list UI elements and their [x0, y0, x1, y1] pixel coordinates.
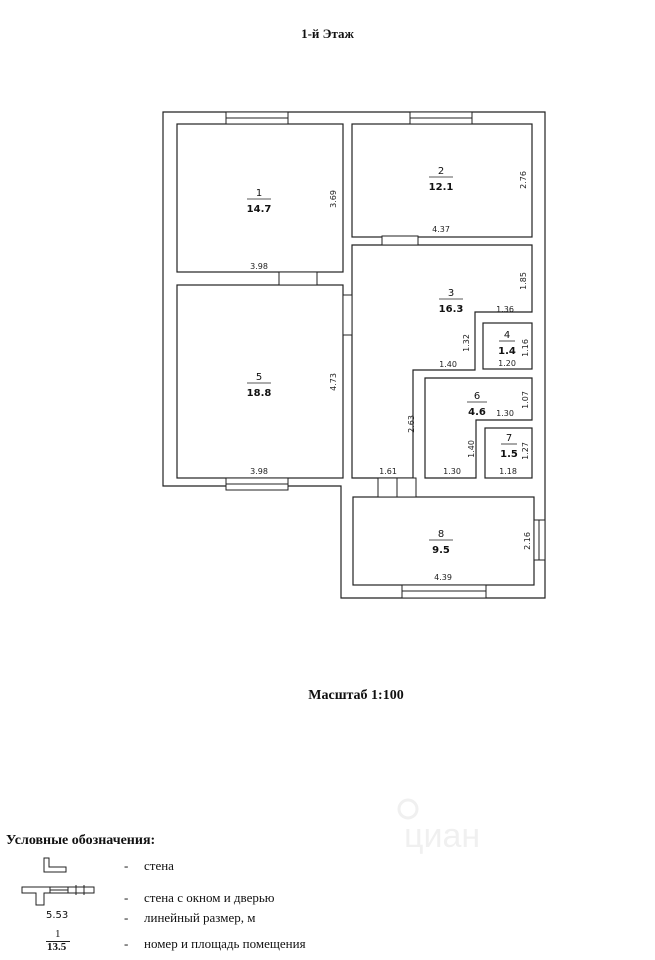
watermark-logo: циан [397, 798, 480, 855]
dim-r1-width: 3.98 [250, 262, 268, 271]
wall-window-door-symbol-icon [21, 885, 95, 906]
room-5-number: 5 [256, 372, 262, 383]
room-2-number: 2 [438, 166, 444, 177]
legend-row-linear: 5.53 - линейный размер, м [46, 910, 256, 925]
dim-r7-height: 1.27 [521, 442, 530, 460]
room-3-area: 16.3 [439, 304, 464, 315]
dim-r8-height: 2.16 [523, 532, 532, 550]
floor-plan: 1 14.7 2 12.1 3 16.3 4 1.4 5 18.8 6 4.6 … [162, 111, 546, 599]
room-7-number: 7 [506, 433, 512, 444]
legend-linear-sample: 5.53 [46, 910, 69, 921]
dim-r2-width: 4.37 [432, 225, 450, 234]
dim-r3-step: 1.40 [439, 360, 457, 369]
legend-title: Условные обозначения: [6, 833, 156, 848]
room-8-area: 9.5 [432, 545, 450, 556]
legend-wall-text: стена [144, 858, 174, 873]
room-6-number: 6 [474, 391, 480, 402]
legend-room-sample-number: 1 [55, 928, 61, 940]
dim-r3-lower: 2.63 [407, 415, 416, 433]
legend-row-room: 1 13.5 - номер и площадь помещения [46, 928, 306, 953]
dim-r4-width: 1.20 [498, 359, 516, 368]
dim-r3-top: 1.85 [519, 272, 528, 290]
dim-r5-height: 4.73 [329, 373, 338, 391]
watermark-text: циан [404, 817, 480, 855]
legend-window-door-text: стена с окном и дверью [144, 890, 275, 905]
legend-linear-text: линейный размер, м [144, 910, 256, 925]
room-1-area: 14.7 [247, 204, 272, 215]
room-8-number: 8 [438, 529, 444, 540]
page-title: 1-й Этаж [301, 26, 354, 41]
legend-room-text: номер и площадь помещения [144, 936, 306, 951]
legend-row-wall: - стена [0, 856, 655, 876]
wall-symbol-icon [43, 857, 67, 873]
dim-r5-width: 3.98 [250, 467, 268, 476]
dim-r3-left: 1.32 [462, 334, 471, 352]
dim-r3-ledge: 1.36 [496, 305, 514, 314]
room-3-number: 3 [448, 288, 454, 299]
dim-r6-bottom: 1.30 [443, 467, 461, 476]
dim-r1-height: 3.69 [329, 190, 338, 208]
room-6-area: 4.6 [468, 407, 486, 418]
dim-r8-width: 4.39 [434, 573, 452, 582]
dim-r6-height: 1.07 [521, 391, 530, 409]
room-5-area: 18.8 [247, 388, 272, 399]
room-2-area: 12.1 [429, 182, 454, 193]
room-4-number: 4 [504, 330, 510, 341]
legend-room-sample-area: 13.5 [47, 941, 67, 953]
legend-row-window-door: - стена с окном и дверью [0, 885, 655, 906]
dim-r6-lower-height: 1.40 [467, 440, 476, 458]
dim-r3-bottom: 1.61 [379, 467, 397, 476]
room-7-area: 1.5 [500, 449, 518, 460]
room-4-area: 1.4 [498, 346, 516, 357]
room-1-number: 1 [256, 188, 262, 199]
dim-r7-width: 1.18 [499, 467, 517, 476]
scale-label: Масштаб 1:100 [308, 688, 404, 703]
dim-r6-width: 1.30 [496, 409, 514, 418]
dim-r2-height: 2.76 [519, 171, 528, 189]
dim-r4-height: 1.16 [521, 339, 530, 357]
